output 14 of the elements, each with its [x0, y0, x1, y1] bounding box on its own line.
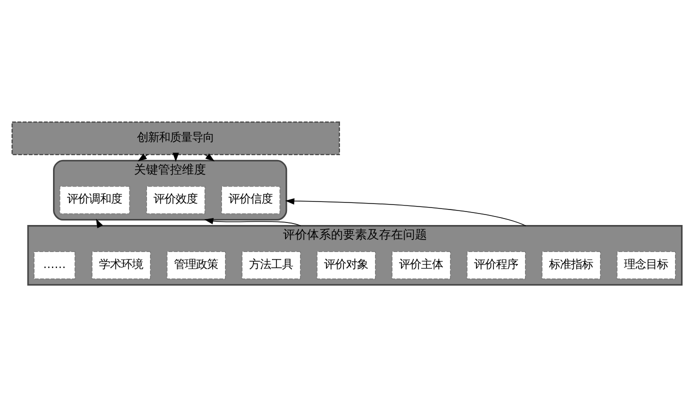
node-box: 评价主体 [392, 251, 451, 280]
node-box: 学术环境 [92, 251, 151, 280]
node-box: 评价效度 [146, 186, 206, 214]
node-box: …… [34, 251, 76, 280]
arrow [285, 198, 526, 226]
node-box: 评价程序 [466, 251, 526, 280]
node-box: 管理政策 [166, 251, 226, 280]
node-box: 评价调和度 [59, 186, 130, 214]
arrow [138, 154, 148, 162]
node-box: 标准指标 [542, 251, 601, 280]
node-box: 理念目标 [616, 251, 676, 280]
node-box: 评价对象 [316, 251, 376, 280]
node-box: 评价信度 [221, 186, 280, 214]
node-box: 方法工具 [242, 251, 301, 280]
